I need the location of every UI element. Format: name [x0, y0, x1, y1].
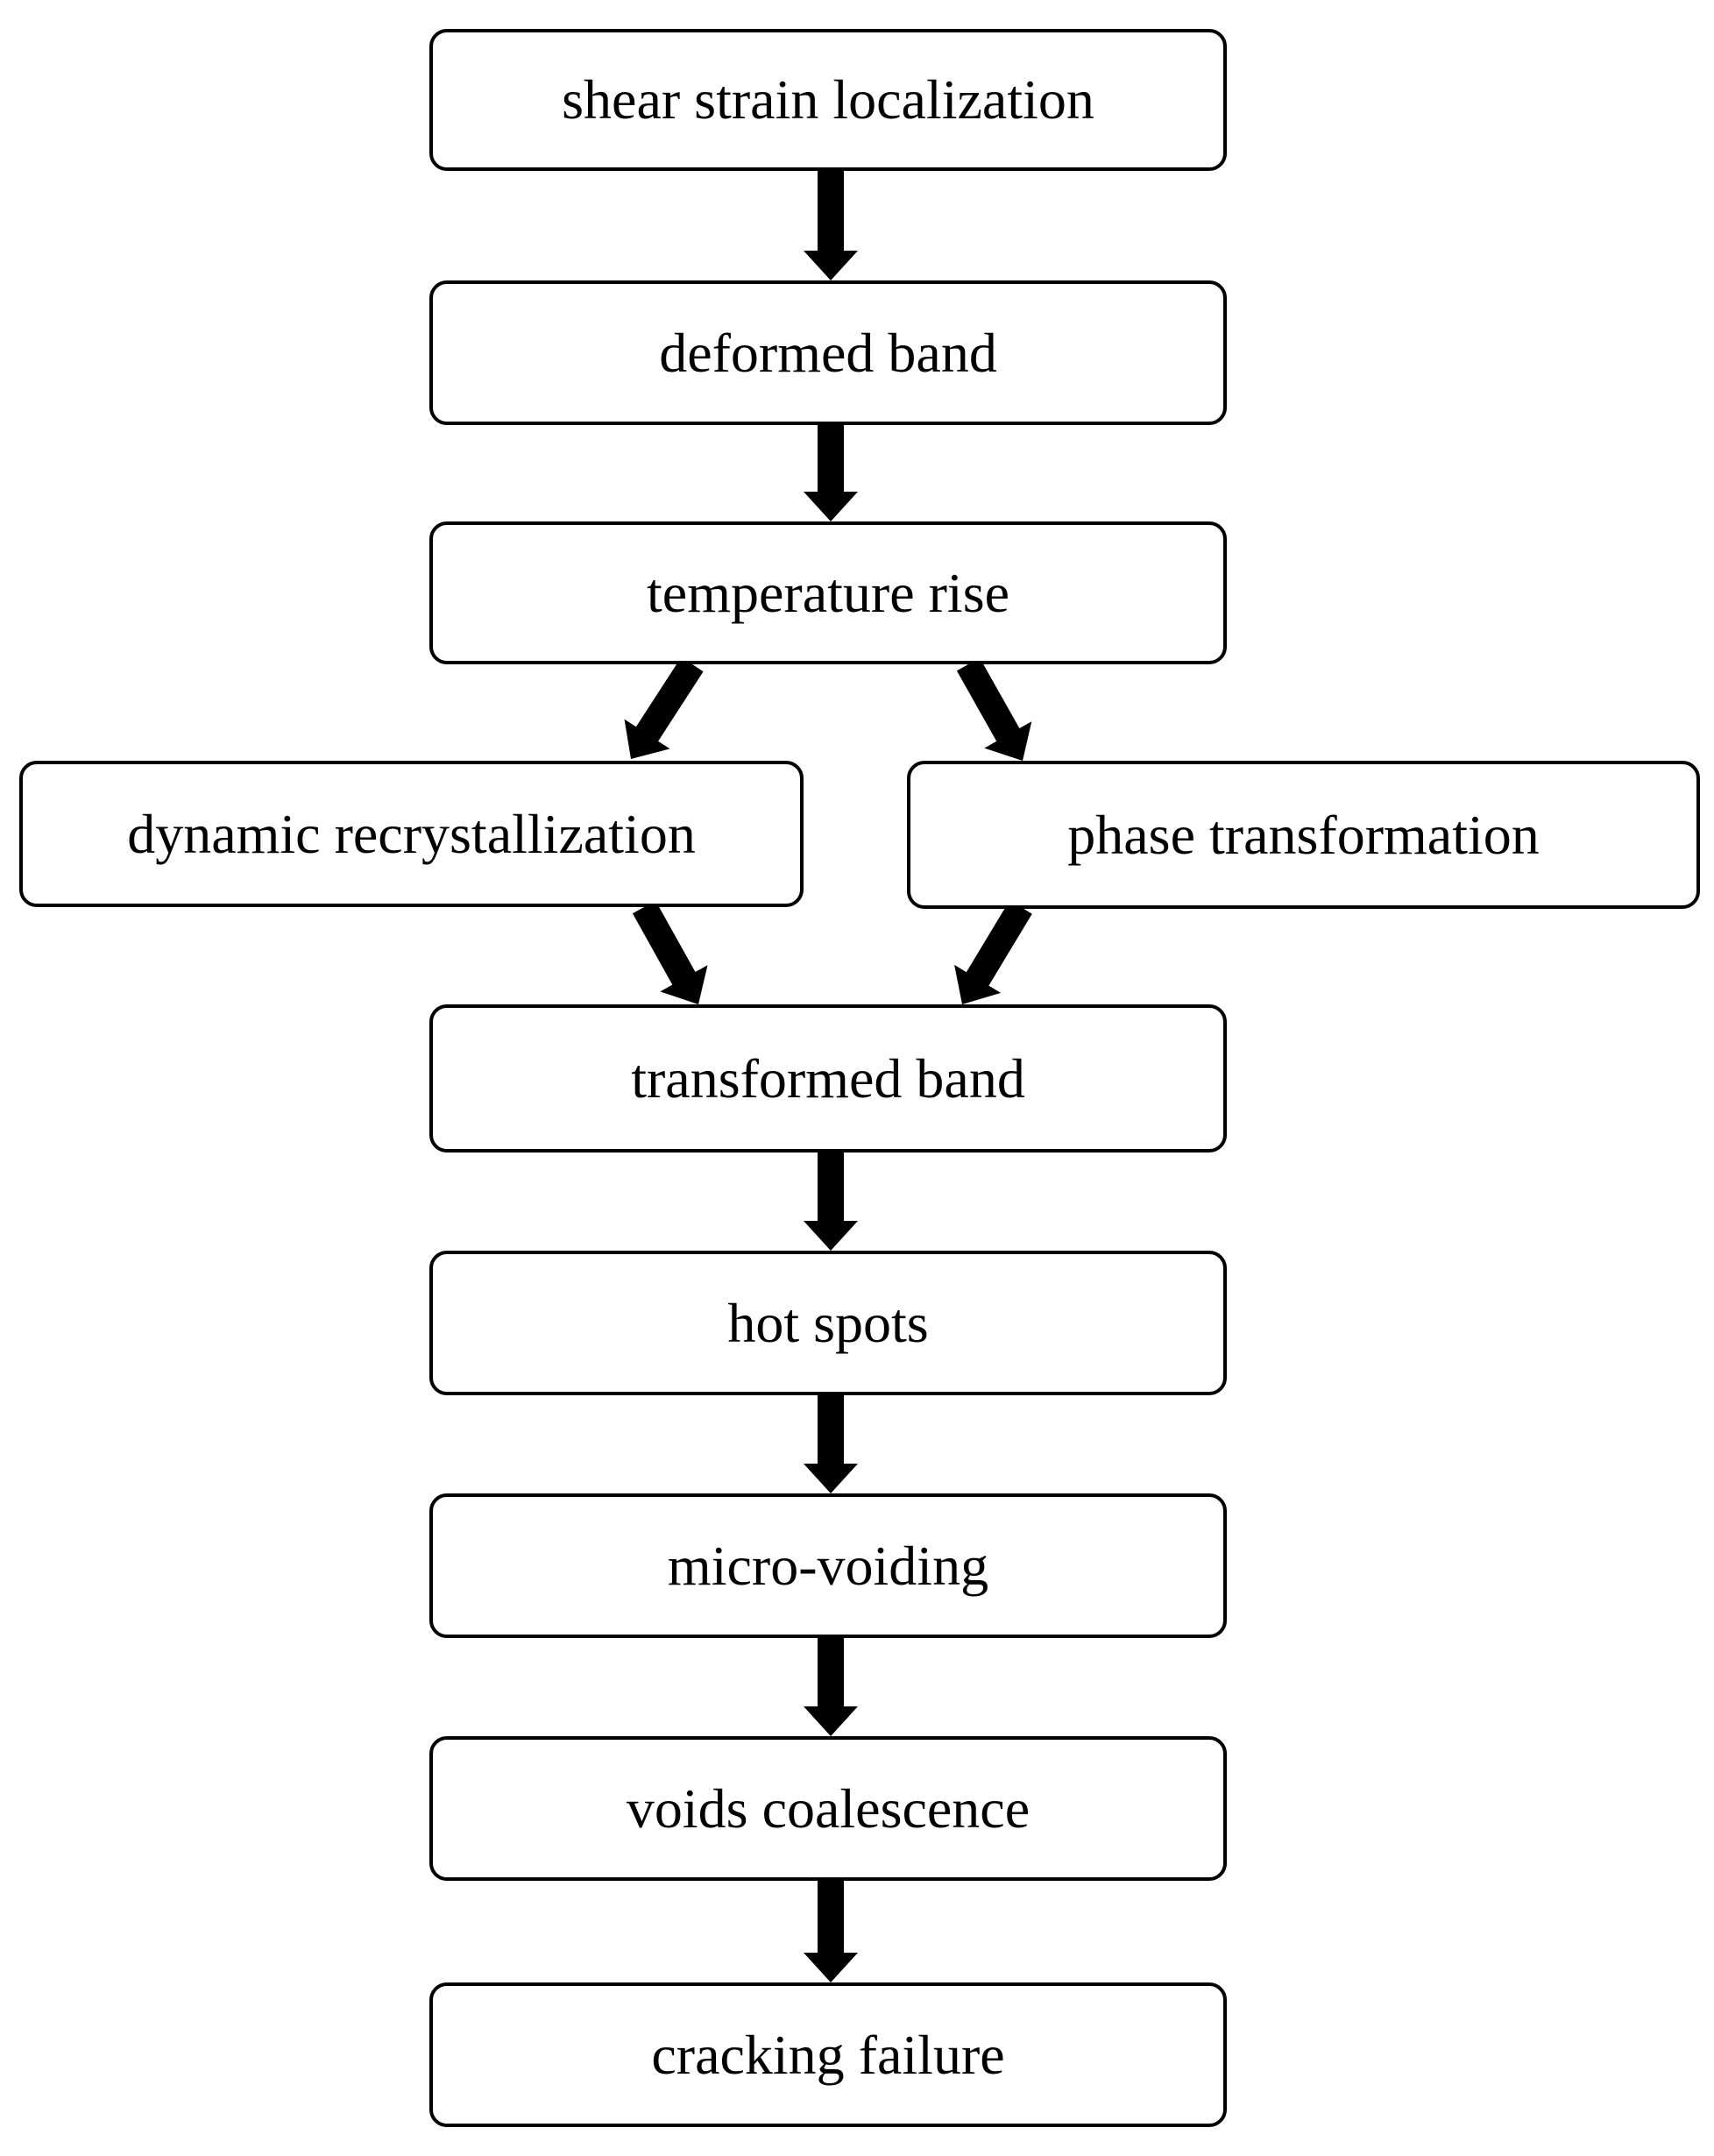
- arrow-temperature-rise-to-phase-transformation: [956, 657, 1032, 761]
- node-hot-spots: hot spots: [429, 1251, 1227, 1395]
- node-shear-strain-localization: shear strain localization: [429, 29, 1227, 171]
- arrow-deformed-band-to-temperature-rise: [804, 425, 858, 521]
- arrow-shear-strain-localization-to-deformed-band: [804, 171, 858, 280]
- arrow-voids-coalescence-to-cracking-failure: [804, 1881, 858, 1982]
- arrow-temperature-rise-to-dynamic-recrystallization: [624, 656, 704, 759]
- node-dynamic-recrystallization: dynamic recrystallization: [19, 761, 804, 907]
- node-transformed-band: transformed band: [429, 1004, 1227, 1152]
- arrow-transformed-band-to-hot-spots: [804, 1152, 858, 1251]
- arrow-dynamic-recrystallization-to-transformed-band: [632, 900, 708, 1004]
- arrow-micro-voiding-to-voids-coalescence: [804, 1638, 858, 1736]
- node-voids-coalescence: voids coalescence: [429, 1736, 1227, 1881]
- arrow-hot-spots-to-micro-voiding: [804, 1395, 858, 1493]
- node-cracking-failure: cracking failure: [429, 1982, 1227, 2127]
- node-deformed-band: deformed band: [429, 280, 1227, 425]
- arrow-phase-transformation-to-transformed-band: [954, 900, 1032, 1004]
- node-temperature-rise: temperature rise: [429, 521, 1227, 664]
- node-micro-voiding: micro-voiding: [429, 1493, 1227, 1638]
- node-phase-transformation: phase transformation: [907, 761, 1700, 909]
